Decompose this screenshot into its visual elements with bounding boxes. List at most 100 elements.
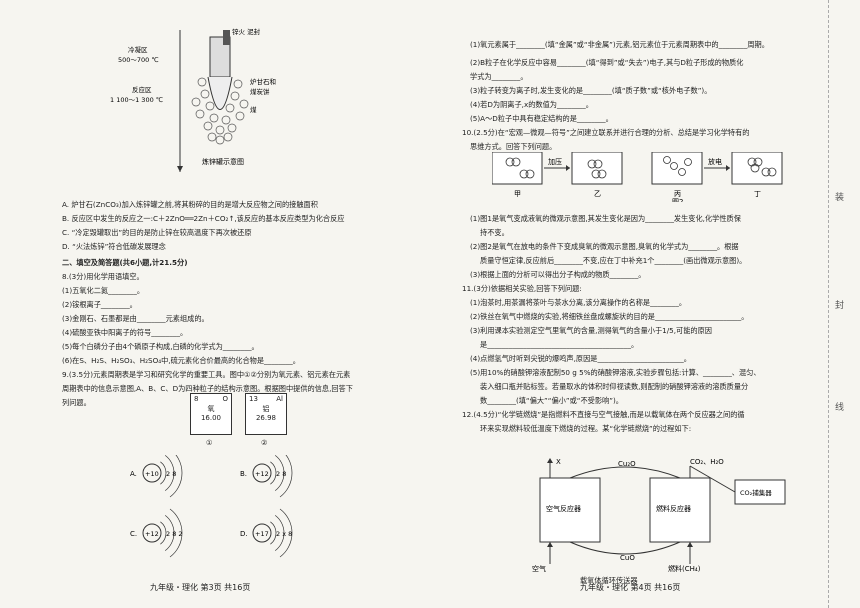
diagram-label-0: 锌火 泥封 bbox=[232, 27, 261, 36]
left-line-10: (5)每个白磷分子由4个磷原子构成,白磷的化学式为________。 bbox=[62, 342, 259, 351]
right-line2-12: 装入细口瓶并贴标签。若量取水的体积时仰视读数,则配制的硝酸钾溶液的溶质质量分 bbox=[480, 382, 749, 391]
fig-label-b: 乙 bbox=[594, 190, 601, 198]
electron-shell-arc bbox=[160, 521, 167, 545]
chem-fuel: 燃料(CH₄) bbox=[668, 564, 701, 573]
page-footer-left: 九年级・理化 第3页 共16页 bbox=[150, 583, 251, 592]
atom-label: D. bbox=[240, 530, 248, 538]
element-symbol: O bbox=[222, 395, 228, 403]
left-line-14: 列问题。 bbox=[62, 398, 91, 407]
atom-label: A. bbox=[130, 470, 137, 478]
fig-2-label: 图2 bbox=[672, 198, 683, 202]
left-line-5: 8.(3分)用化学用语填空。 bbox=[62, 272, 144, 281]
right-line2-7: (2)铁丝在氧气中燃烧的实验,将细铁丝盘成螺旋状的目的是____________… bbox=[470, 312, 749, 321]
right-line2-3: 质量守恒定律,反应前后________不变,应在丁中补充1个________(画… bbox=[480, 256, 747, 265]
diagram-label-3: 反应区 bbox=[132, 85, 152, 94]
right-line2-14: 12.(4.5分)“化学链燃烧”是指燃料不直接与空气接触,而是以载氧体在两个反应… bbox=[462, 410, 745, 419]
chem-x: X bbox=[556, 458, 561, 466]
right-line-1: (2)B粒子在化学反应中容易________(填“得到”或“失去”)电子,其与D… bbox=[470, 58, 744, 67]
element-name: 氧 bbox=[207, 405, 215, 413]
chem-air: 空气 bbox=[532, 564, 546, 573]
atom-label: B. bbox=[240, 470, 247, 478]
electron-shell-arc bbox=[160, 461, 167, 485]
diagram-label-6: 煤炭饼 bbox=[250, 87, 270, 96]
nucleus-circle bbox=[142, 523, 162, 543]
diagram-label-7: 煤 bbox=[250, 105, 257, 114]
electron-counts: 2 8 bbox=[276, 470, 286, 478]
nucleus-charge: +17 bbox=[255, 530, 269, 538]
left-line-12: 9.(3.5分)元素周期表是学习和研究化学的重要工具。图中①②分别为氧元素、铝元… bbox=[62, 370, 351, 379]
atom-label: C. bbox=[130, 530, 137, 538]
element-index-2: ② bbox=[261, 438, 268, 447]
left-line-2: C. “冷定毁罐取出”的目的是防止锌在较高温度下再次被还原 bbox=[62, 228, 252, 237]
right-line-5: (5)A～D粒子中具有稳定结构的是________。 bbox=[470, 114, 613, 123]
right-line2-8: (3)利用课本实验测定空气里氧气的含量,测得氧气的含量小于1/5,可能的原因 bbox=[470, 326, 712, 335]
electron-shell-arc bbox=[279, 508, 293, 558]
right-line-3: (3)粒子转变为离子时,发生变化的是________(填“质子数”或“核外电子数… bbox=[470, 86, 712, 95]
right-line2-1: 持不变。 bbox=[480, 228, 509, 237]
diagram-label-4: 1 100～1 300 ℃ bbox=[110, 96, 163, 104]
fig-label-d: 丁 bbox=[754, 190, 761, 198]
right-line2-11: (5)用10%的硝酸钾溶液配制50 g 5%的硝酸钾溶液,实验步骤包括:计算、_… bbox=[470, 368, 761, 377]
zinc-furnace-diagram: 锌火 泥封 冷凝区 500～700 ℃ 反应区 1 100～1 300 ℃ 炉甘… bbox=[110, 27, 276, 172]
right-line-2: 学式为________。 bbox=[470, 72, 528, 81]
right-line2-15: 环来实现燃料较低温度下燃烧的过程。某“化学链燃烧”的过程如下: bbox=[480, 424, 692, 433]
binding-char-2: 线 bbox=[835, 403, 845, 413]
right-line2-6: (1)泡茶时,用茶漏将茶叶与茶水分离,该分离操作的名称是________。 bbox=[470, 298, 687, 307]
nucleus-charge: +10 bbox=[145, 470, 159, 478]
atomic-mass: 26.98 bbox=[255, 414, 277, 422]
right-line-4: (4)若D为阴离子,x的数值为________。 bbox=[470, 100, 593, 109]
binding-margin: 装 封 线 bbox=[828, 0, 857, 608]
nucleus-circle bbox=[252, 463, 272, 483]
diagram-label-1: 冷凝区 bbox=[128, 45, 148, 54]
electron-shell-arc bbox=[169, 508, 183, 558]
left-line-7: (2)铵根离子________。 bbox=[62, 300, 137, 309]
right-line2-13: 数________(填“偏大”“偏小”或“不受影响”)。 bbox=[480, 396, 623, 405]
chemical-looping-diagram: X Cu₂O CO₂、H₂O CO₂捕集器 空气反应器 燃料反应器 CuO 空气… bbox=[532, 458, 786, 573]
right-line2-4: (3)根据上面的分析可以得出分子构成的物质________。 bbox=[470, 270, 646, 279]
fig-arrow-1: 加压 bbox=[548, 157, 562, 166]
left-page: 锌火 泥封 冷凝区 500～700 ℃ 反应区 1 100～1 300 ℃ 炉甘… bbox=[50, 0, 440, 608]
nucleus-charge: +12 bbox=[145, 530, 159, 538]
element-symbol: Al bbox=[276, 395, 283, 403]
element-name: 铝 bbox=[262, 405, 270, 413]
right-page: (1)氧元素属于________(填“金属”或“非金属”)元素,铝元素位于元素周… bbox=[462, 0, 815, 608]
electron-shell-arc bbox=[279, 455, 293, 498]
electron-shell-arc bbox=[270, 461, 277, 485]
electron-shell-arc bbox=[164, 515, 175, 551]
element-index-1: ① bbox=[206, 438, 213, 447]
diagram-caption: 炼锌罐示意图 bbox=[202, 157, 244, 166]
chem-caption: 载氧体循环传送器 bbox=[580, 576, 638, 585]
chem-collector: CO₂捕集器 bbox=[740, 488, 772, 497]
left-line-11: (6)在S、H₂S、H₂SO₃、H₂SO₄中,硫元素化合价最高的化合物是____… bbox=[62, 356, 300, 365]
nucleus-circle bbox=[252, 523, 272, 543]
binding-char-0: 装 bbox=[835, 193, 845, 203]
right-line2-2: (2)图2是氧气在放电的条件下变成臭氧的微观示意图,臭氧的化学式为_______… bbox=[470, 242, 739, 251]
nucleus-circle bbox=[142, 463, 162, 483]
right-line2-5: 11.(3分)依据相关实验,回答下列问题: bbox=[462, 284, 582, 293]
element-card-oxygen: 8 O 氧 16.00 bbox=[190, 393, 232, 435]
chem-air-reactor: 空气反应器 bbox=[546, 504, 581, 513]
right-line-7: 思维方式。回答下列问题。 bbox=[470, 142, 557, 151]
left-line-8: (3)金刚石、石墨都是由________元素组成的。 bbox=[62, 314, 209, 323]
electron-shell-arc bbox=[169, 455, 183, 498]
atomic-number: 8 bbox=[194, 395, 199, 403]
right-line-0: (1)氧元素属于________(填“金属”或“非金属”)元素,铝元素位于元素周… bbox=[470, 40, 769, 49]
oxygen-molecule-figures: 甲 乙 丙 丁 加压 放电 图2 bbox=[492, 152, 783, 202]
chem-cuo: CuO bbox=[620, 554, 635, 562]
page-footer-right: 九年级・理化 第4页 共16页 bbox=[580, 583, 681, 592]
chem-cu2o: Cu₂O bbox=[618, 460, 636, 468]
atomic-mass: 16.00 bbox=[200, 414, 222, 422]
electron-shell-arc bbox=[274, 455, 285, 491]
left-line-0: A. 炉甘石(ZnCO₃)加入炼锌罐之前,将其粉碎的目的是增大反应物之间的接触面… bbox=[62, 200, 318, 209]
fig-label-c: 丙 bbox=[674, 190, 681, 198]
electron-shell-arc bbox=[274, 515, 285, 551]
diagram-label-5: 炉甘石和 bbox=[250, 77, 276, 86]
left-line-4: 二、填空及简答题(共6小题,计21.5分) bbox=[62, 258, 188, 267]
binding-char-1: 封 bbox=[835, 301, 845, 311]
